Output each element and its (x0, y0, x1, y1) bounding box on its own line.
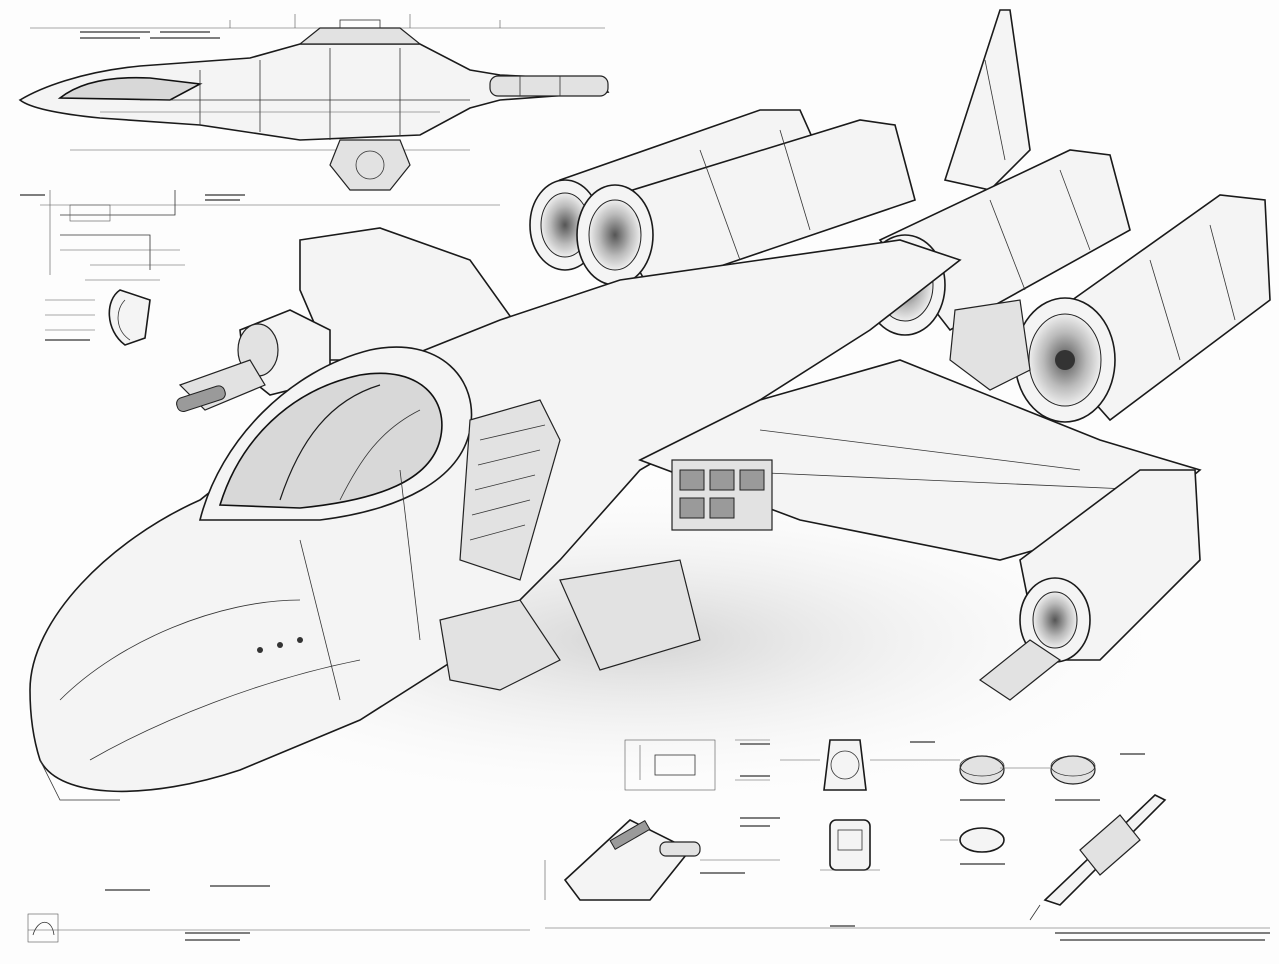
left-wing-engine (176, 227, 522, 413)
cockpit-canopy (198, 346, 473, 521)
component-callouts (27, 739, 1270, 943)
title-block (27, 913, 530, 943)
callout-4-disc-b (1000, 755, 1096, 785)
callout-2-turret (780, 739, 960, 791)
side-elevation-view (18, 14, 610, 206)
side-vent-stack (459, 399, 561, 581)
callout-6-rail-part (563, 819, 780, 901)
callout-3-disc-a (959, 755, 1005, 785)
upper-rear-engine-pod (529, 109, 916, 291)
callout-1-bracket (624, 739, 770, 791)
annotation-marks (20, 31, 1270, 941)
callout-5-disc-c (940, 827, 1005, 853)
callout-7-actuator (820, 819, 880, 871)
wingtip-engine (978, 469, 1201, 701)
open-access-panel (671, 459, 773, 531)
cockpit-section-detail (45, 289, 151, 346)
electrical-schematic (49, 190, 185, 281)
main-perspective-view (29, 9, 1271, 801)
callout-8-missile (1029, 794, 1167, 921)
